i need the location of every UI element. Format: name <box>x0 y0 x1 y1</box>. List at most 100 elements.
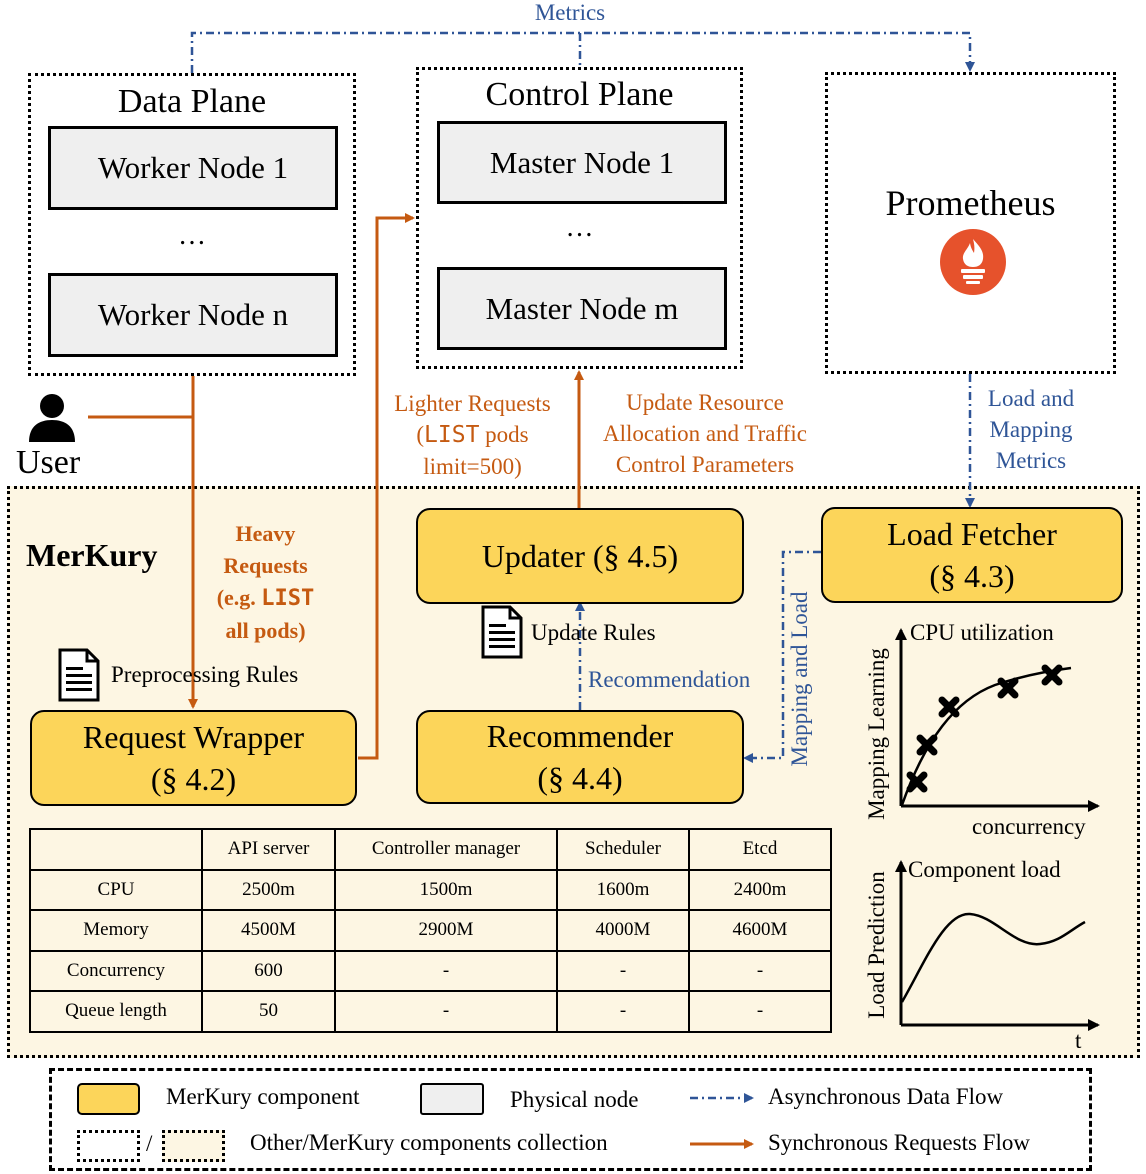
table-cell: Concurrency <box>29 949 203 992</box>
resource-table: API server Controller manager Scheduler … <box>29 828 832 1033</box>
data-plane-title: Data Plane <box>117 83 267 120</box>
table-cell: 2400m <box>688 868 832 911</box>
table-row: CPU 2500m 1500m 1600m 2400m <box>29 868 832 911</box>
table-cell: 4500M <box>201 909 336 952</box>
prometheus-box: Prometheus <box>825 72 1116 374</box>
master-node-1: Master Node 1 <box>437 121 727 204</box>
legend-sync-arrow <box>690 1139 754 1149</box>
lighter-requests-line3: limit=500) <box>423 454 522 479</box>
legend-other-collection-swatch <box>77 1130 140 1162</box>
worker-node-1: Worker Node 1 <box>48 126 338 210</box>
legend-sync-label: Synchronous Requests Flow <box>768 1130 1030 1155</box>
table-cell: - <box>688 949 832 992</box>
heavy-requests-label: Heavy Requests (e.g. LIST all pods) <box>198 518 333 647</box>
load-fetcher-name: Load Fetcher <box>887 516 1057 552</box>
lighter-requests-line2: (LIST pods <box>380 419 565 451</box>
table-cell: Memory <box>29 909 203 952</box>
update-rules-document-icon <box>481 605 523 659</box>
legend-physical-swatch <box>420 1083 484 1115</box>
heavy-line4: all pods) <box>225 618 306 643</box>
worker-node-n: Worker Node n <box>48 273 338 357</box>
legend-collection-separator: / <box>146 1131 153 1156</box>
table-cell: 4600M <box>688 909 832 952</box>
control-plane: Control Plane Master Node 1 … Master Nod… <box>416 67 743 369</box>
legend-physical-label: Physical node <box>510 1087 639 1112</box>
lighter-requests-line1: Lighter Requests <box>394 391 551 416</box>
mapping-load-flow <box>743 550 821 763</box>
data-plane: Data Plane Worker Node 1 … Worker Node n <box>28 73 356 376</box>
table-cell: - <box>688 990 832 1033</box>
update-resource-line1: Update Resource <box>626 390 784 415</box>
table-header-cell: API server <box>201 828 336 871</box>
mapping-chart-ylabel: Mapping Learning <box>864 648 889 820</box>
legend-collection-label: Other/MerKury components collection <box>250 1130 608 1155</box>
control-plane-title: Control Plane <box>485 76 674 113</box>
table-cell: 4000M <box>556 909 690 952</box>
table-cell: - <box>334 990 558 1033</box>
table-cell: 50 <box>201 990 336 1033</box>
master-node-ellipsis: … <box>565 212 594 243</box>
load-mapping-line1: Load and <box>987 386 1075 411</box>
lighter-pods-text: pods <box>479 422 529 447</box>
request-wrapper-component: Request Wrapper (§ 4.2) <box>30 710 357 806</box>
table-cell: - <box>556 949 690 992</box>
heavy-list-keyword: LIST <box>261 586 315 611</box>
worker-node-ellipsis: … <box>178 220 206 251</box>
prometheus-flame-icon <box>940 229 1006 295</box>
user-icon <box>29 394 75 442</box>
load-mapping-line3: Metrics <box>995 448 1067 473</box>
load-fetcher-section: (§ 4.3) <box>929 558 1015 594</box>
update-resource-label: Update Resource Allocation and Traffic C… <box>584 387 826 480</box>
table-cell: 2900M <box>334 909 558 952</box>
heavy-line1: Heavy <box>235 521 296 546</box>
table-cell: 600 <box>201 949 336 992</box>
lighter-requests-label: Lighter Requests (LIST pods limit=500) <box>380 388 565 482</box>
mapping-point <box>938 696 960 718</box>
table-cell: 2500m <box>201 868 336 911</box>
mapping-point <box>1041 664 1063 686</box>
legend-async-label: Asynchronous Data Flow <box>768 1084 1004 1109</box>
legend-merkury-swatch <box>77 1083 140 1115</box>
recommender-name: Recommender <box>486 718 674 754</box>
update-rules-label: Update Rules <box>531 620 656 645</box>
recommendation-label: Recommendation <box>588 667 751 692</box>
lighter-list-keyword: LIST <box>424 422 480 448</box>
metrics-flow-line <box>190 31 975 73</box>
table-cell: CPU <box>29 868 203 911</box>
load-mapping-line2: Mapping <box>989 417 1073 442</box>
preprocessing-rules-label: Preprocessing Rules <box>111 662 299 687</box>
prediction-chart-xlabel: t <box>1075 1028 1082 1053</box>
master-node-m: Master Node m <box>437 267 727 350</box>
update-resource-line2: Allocation and Traffic <box>603 421 807 446</box>
user-label: User <box>16 444 81 481</box>
prediction-curve <box>900 912 1086 1003</box>
mapping-point <box>916 734 938 756</box>
updater-component: Updater (§ 4.5) <box>416 508 744 604</box>
table-header-cell: Controller manager <box>334 828 558 871</box>
preprocessing-rules-document-icon <box>58 648 100 702</box>
load-mapping-metrics-label: Load and Mapping Metrics <box>972 383 1090 476</box>
mapping-point <box>906 771 928 793</box>
table-cell: - <box>556 990 690 1033</box>
mapping-and-load-label: Mapping and Load <box>787 591 812 767</box>
table-cell: 1500m <box>334 868 558 911</box>
table-cell: Queue length <box>29 990 203 1033</box>
table-cell: - <box>334 949 558 992</box>
mapping-curve <box>900 666 1072 806</box>
table-row: Memory 4500M 2900M 4000M 4600M <box>29 909 832 952</box>
lighter-request-flow <box>358 213 415 760</box>
heavy-line2: Requests <box>223 553 308 578</box>
heavy-eg: (e.g. <box>216 585 256 610</box>
prometheus-title: Prometheus <box>885 183 1056 223</box>
recommender-component: Recommender (§ 4.4) <box>416 710 744 804</box>
table-header-cell: Scheduler <box>556 828 690 871</box>
table-row: Concurrency 600 - - - <box>29 949 832 992</box>
legend <box>49 1068 1092 1171</box>
table-header-row: API server Controller manager Scheduler … <box>29 828 832 871</box>
legend-merkury-collection-swatch <box>162 1130 225 1162</box>
legend-merkury-label: MerKury component <box>166 1084 360 1109</box>
mapping-points <box>906 664 1063 793</box>
mapping-chart-xlabel: concurrency <box>972 814 1086 839</box>
update-resource-line3: Control Parameters <box>615 452 795 477</box>
legend-async-arrow <box>690 1093 754 1103</box>
